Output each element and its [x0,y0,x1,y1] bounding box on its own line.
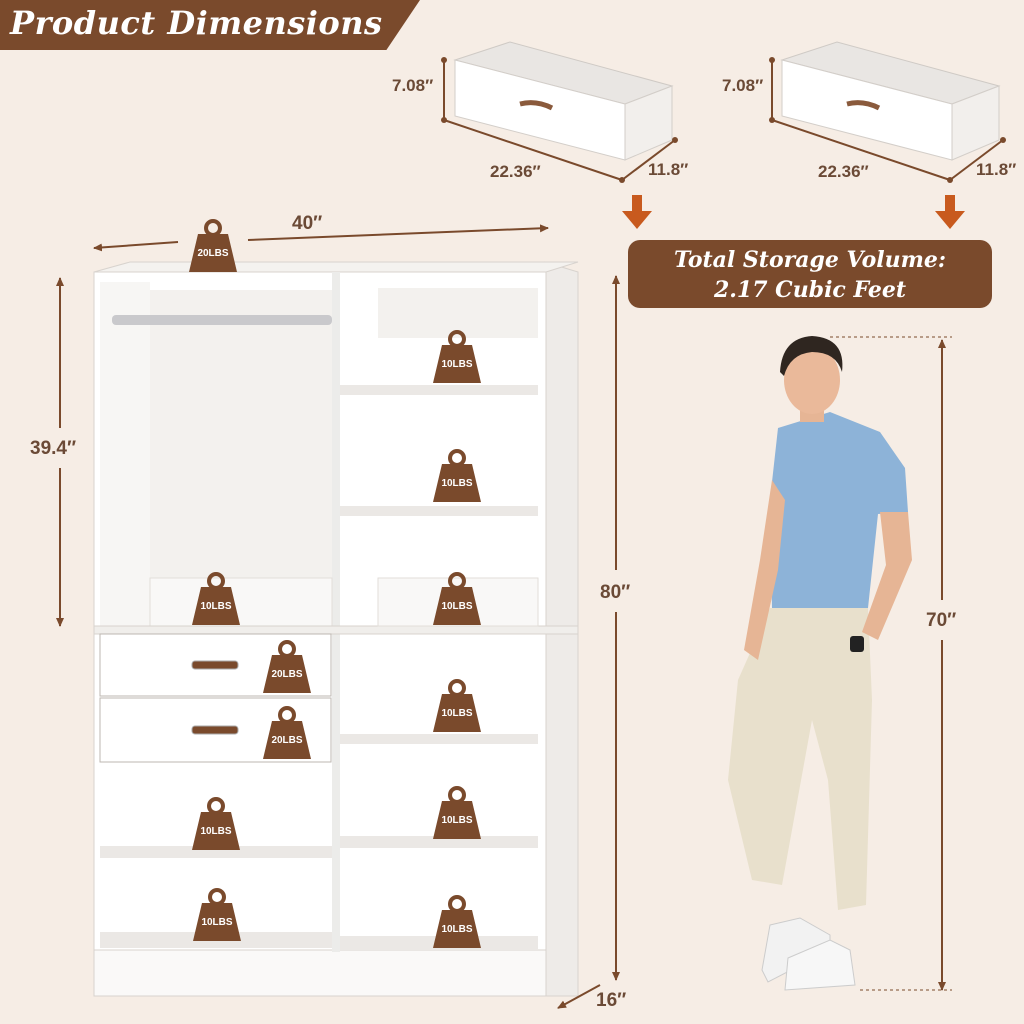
volume-line-2: 2.17 Cubic Feet [713,277,907,303]
weight-label: 10LBS [441,478,472,489]
weight-label: 10LBS [441,815,472,826]
drawer-2-height: 7.08″ [722,76,764,95]
weight-label: 20LBS [271,669,302,680]
person-height: 70″ [926,610,957,631]
person-illustration [728,336,912,991]
page-title: Product Dimensions [10,4,383,42]
cabinet-width: 40″ [292,213,323,234]
weight-label: 10LBS [200,826,231,837]
drawer-illustration-1 [441,41,678,183]
weight-label: 10LBS [441,924,472,935]
drawer-1-height: 7.08″ [392,76,434,95]
title-banner [0,0,420,50]
drawer-1-width: 22.36″ [490,162,541,181]
closet-cabinet [93,261,579,997]
weight-label: 20LBS [271,735,302,746]
volume-line-1: Total Storage Volume: [673,247,947,273]
dimension-lines [56,224,952,1009]
weight-label: 20LBS [197,248,228,259]
weight-label: 10LBS [441,601,472,612]
weight-label: 10LBS [200,601,231,612]
storage-volume-badge: Total Storage Volume: 2.17 Cubic Feet [628,240,992,308]
cabinet-total-height: 80″ [600,582,631,603]
weight-label: 10LBS [201,917,232,928]
weight-label: 10LBS [441,359,472,370]
weight-label: 10LBS [441,708,472,719]
down-arrow-icon [935,195,965,229]
drawer-1-depth: 11.8″ [648,160,689,179]
cabinet-upper-height: 39.4″ [30,438,77,459]
down-arrow-icon [622,195,652,229]
drawer-illustration-2 [769,41,1006,183]
weight-badges: 20LBS 10LBS 10LBS 10LBS 10LBS 20LBS 20LB… [187,219,483,950]
drawer-2-depth: 11.8″ [976,160,1017,179]
cabinet-depth: 16″ [596,990,627,1011]
drawer-2-width: 22.36″ [818,162,869,181]
